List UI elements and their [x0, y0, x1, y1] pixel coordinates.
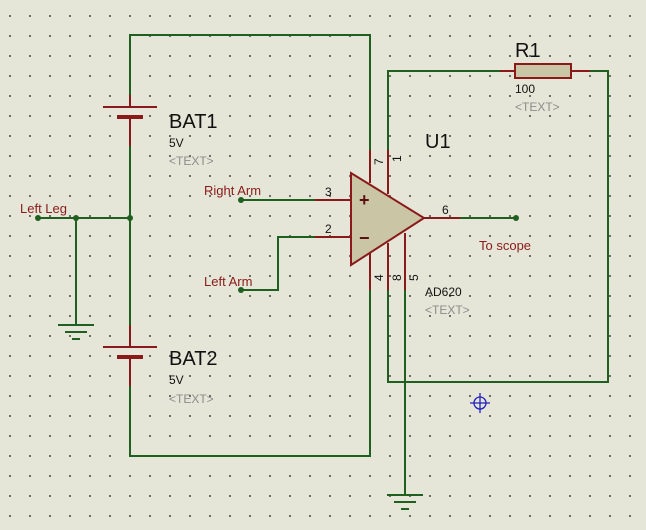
- pin-number-8: 8: [390, 274, 404, 281]
- u1-ref: U1: [425, 131, 451, 153]
- bat1-value: 5V: [169, 136, 184, 150]
- bat1-ref: BAT1: [169, 111, 218, 133]
- terminal-to-scope[interactable]: [513, 215, 519, 221]
- r1-ref: R1: [515, 40, 541, 62]
- pin-number-7: 7: [372, 158, 386, 165]
- junction-node-bat[interactable]: [127, 215, 133, 221]
- crosshair-marker-icon[interactable]: [470, 393, 490, 413]
- terminal-left-leg[interactable]: [35, 215, 41, 221]
- wire-r1-to-pin5[interactable]: [387, 70, 609, 383]
- pin-number-4: 4: [372, 274, 386, 281]
- pin-number-3: 3: [325, 185, 332, 199]
- net-label-left-arm[interactable]: Left Arm: [204, 274, 252, 289]
- u1-text-placeholder: <TEXT>: [425, 303, 470, 317]
- bat2-ref: BAT2: [169, 348, 218, 370]
- pin-number-5: 5: [407, 274, 421, 281]
- wire-bat1-to-pin7[interactable]: [129, 34, 371, 150]
- net-label-right-arm[interactable]: Right Arm: [204, 183, 261, 198]
- opamp-u1[interactable]: [315, 150, 460, 290]
- r1-text-placeholder: <TEXT>: [515, 100, 560, 114]
- net-label-to-scope[interactable]: To scope: [479, 238, 531, 253]
- junctions: [35, 197, 519, 293]
- ground-icon[interactable]: [387, 494, 423, 510]
- wire-pin1-to-r1[interactable]: [387, 70, 500, 150]
- pin-number-1: 1: [390, 155, 404, 162]
- bat1-text-placeholder: <TEXT>: [169, 154, 214, 168]
- junction-left-leg[interactable]: [73, 215, 79, 221]
- wire-left-arm[interactable]: [241, 236, 315, 291]
- resistor-r1[interactable]: [500, 63, 590, 79]
- bat2-text-placeholder: <TEXT>: [169, 392, 214, 406]
- u1-noninverting-symbol: +: [359, 190, 370, 210]
- u1-value: AD620: [425, 285, 462, 299]
- battery-bat2[interactable]: [103, 325, 157, 386]
- wires: [38, 34, 609, 494]
- r1-value: 100: [515, 82, 535, 96]
- battery-bat1[interactable]: [103, 95, 157, 146]
- ground-icon[interactable]: [58, 324, 94, 340]
- wire-bat2-to-pin4[interactable]: [129, 290, 371, 457]
- bat2-value: 5V: [169, 373, 184, 387]
- u1-inverting-symbol: −: [359, 228, 370, 248]
- net-label-left-leg[interactable]: Left Leg: [20, 201, 67, 216]
- terminal-right-arm[interactable]: [238, 197, 244, 203]
- terminal-left-arm[interactable]: [238, 287, 244, 293]
- pin-number-2: 2: [325, 222, 332, 236]
- pin-number-6: 6: [442, 203, 449, 217]
